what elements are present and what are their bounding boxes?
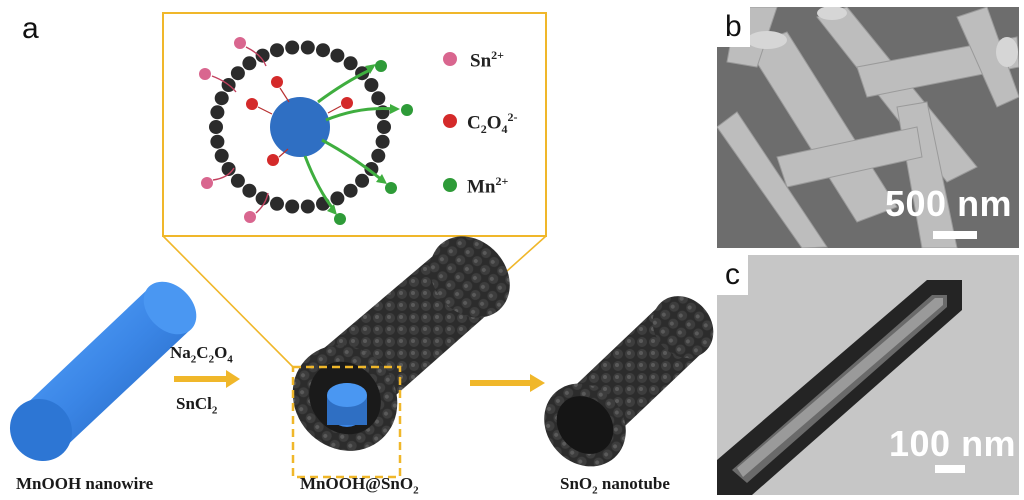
shell-sphere: [270, 196, 284, 211]
shell-sphere: [355, 173, 370, 188]
shell-sphere: [371, 91, 386, 106]
sem-nanowires-image: [717, 7, 1019, 248]
shell-sphere: [371, 148, 386, 163]
label-mnooh-sno2: MnOOH@SnO2: [300, 474, 419, 497]
core-circle: [270, 97, 330, 157]
scale-bar-label-c: 100 nm: [889, 423, 1017, 464]
shell-sphere: [343, 183, 358, 198]
scale-bar-c: [935, 465, 965, 473]
shell-sphere: [375, 134, 390, 149]
shell-sphere: [343, 56, 358, 71]
c2o4-ions: [246, 76, 353, 166]
reaction-arrow-2: [470, 374, 545, 392]
label-sno2-nanotube: SnO2 nanotube: [560, 474, 670, 497]
mnooh-sno2-tube: [292, 236, 510, 451]
tem-nanotube-image: [717, 255, 1019, 495]
shell-sphere: [214, 91, 229, 106]
shell-sphere: [242, 183, 257, 198]
reagent-na2c2o4: Na2C2O4: [170, 343, 233, 366]
shell-sphere: [230, 173, 245, 188]
legend-dot-sn: [443, 52, 457, 66]
shell-sphere: [300, 199, 315, 214]
shell-sphere: [230, 66, 245, 81]
panel-label-c: c: [717, 255, 748, 295]
label-mnooh-nanowire: MnOOH nanowire: [16, 474, 154, 493]
shell-sphere: [285, 40, 300, 55]
shell-sphere-ring: [209, 40, 391, 214]
scale-bar-b: [933, 231, 977, 239]
shell-sphere: [210, 134, 225, 149]
legend-dot-mn: [443, 178, 457, 192]
shell-sphere: [377, 120, 391, 134]
legend-label-c2o4: C2O42-: [467, 110, 518, 137]
shell-sphere: [330, 191, 345, 206]
panel-label-a: a: [22, 12, 39, 45]
shell-sphere: [210, 105, 225, 120]
shell-sphere: [316, 43, 330, 58]
zoom-line-left: [162, 235, 294, 368]
shell-sphere: [364, 78, 379, 92]
mn-ions: [334, 60, 413, 225]
shell-sphere: [209, 120, 223, 134]
inset-frame: [162, 12, 547, 237]
zoom-region-box: [291, 365, 402, 479]
shell-sphere: [330, 48, 345, 63]
legend-label-mn: Mn2+: [467, 174, 509, 198]
shell-sphere: [285, 199, 300, 214]
sn-ions: [199, 37, 256, 223]
sno2-nanotube: [544, 296, 714, 467]
scale-bar-label-b: 500 nm: [885, 183, 1013, 224]
reaction-arrow-1: [174, 370, 240, 388]
shell-sphere: [255, 191, 270, 206]
reagent-sncl2: SnCl2: [176, 394, 218, 417]
shell-sphere: [214, 148, 229, 163]
mnooh-nanowire: [9, 281, 197, 462]
mn-arrows: [303, 68, 396, 211]
shell-sphere: [270, 43, 284, 58]
sn-arrows: [211, 46, 269, 214]
legend-label-sn: Sn2+: [470, 48, 504, 72]
tem-image-panel-c: c 100 nm: [717, 255, 1019, 495]
panel-label-b: b: [717, 7, 750, 47]
shell-sphere: [242, 56, 257, 71]
shell-sphere: [300, 40, 315, 55]
inset-diagram: [9, 12, 714, 479]
c2o4-arrows: [257, 87, 342, 158]
shell-sphere: [255, 48, 270, 63]
sem-image-panel-b: b 500 nm: [717, 7, 1019, 248]
legend-dot-c2o4: [443, 114, 457, 128]
shell-sphere: [221, 162, 236, 176]
